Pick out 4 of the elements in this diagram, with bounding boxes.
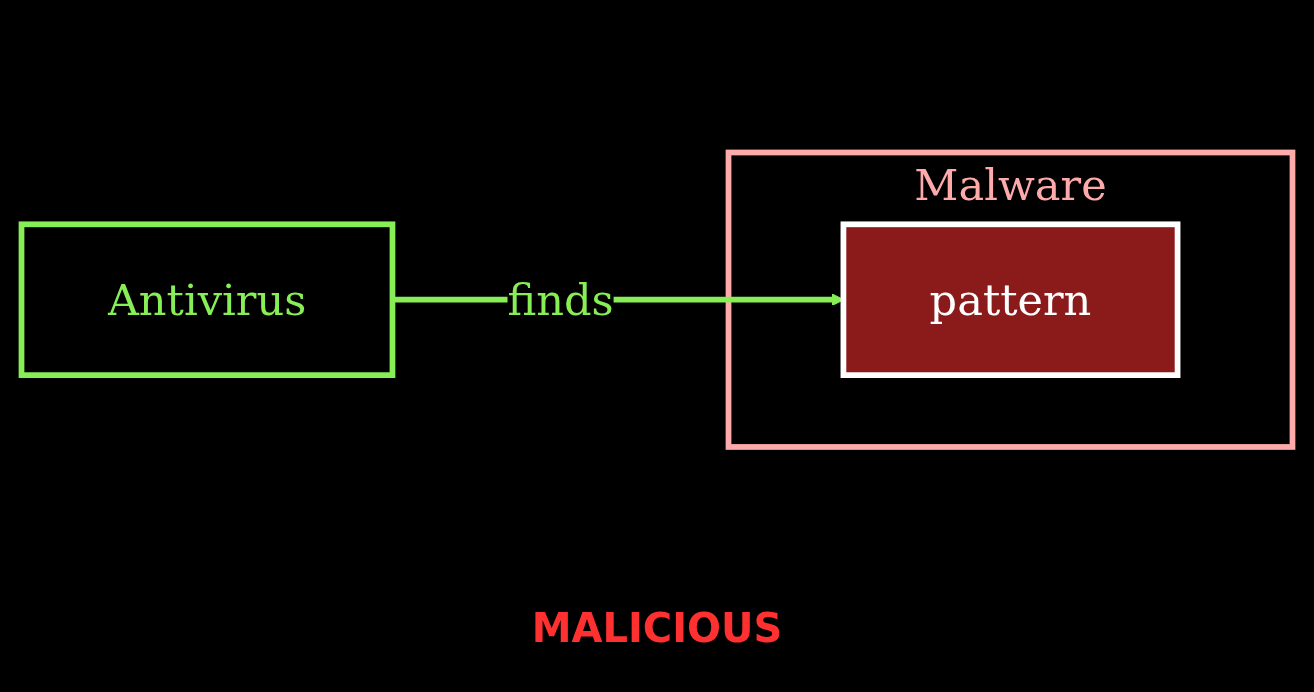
warning-text: MALICIOUS [531,605,783,651]
node-box: pattern [840,221,1181,379]
node-box: Antivirus [18,221,396,379]
edge-label: finds [507,274,614,326]
